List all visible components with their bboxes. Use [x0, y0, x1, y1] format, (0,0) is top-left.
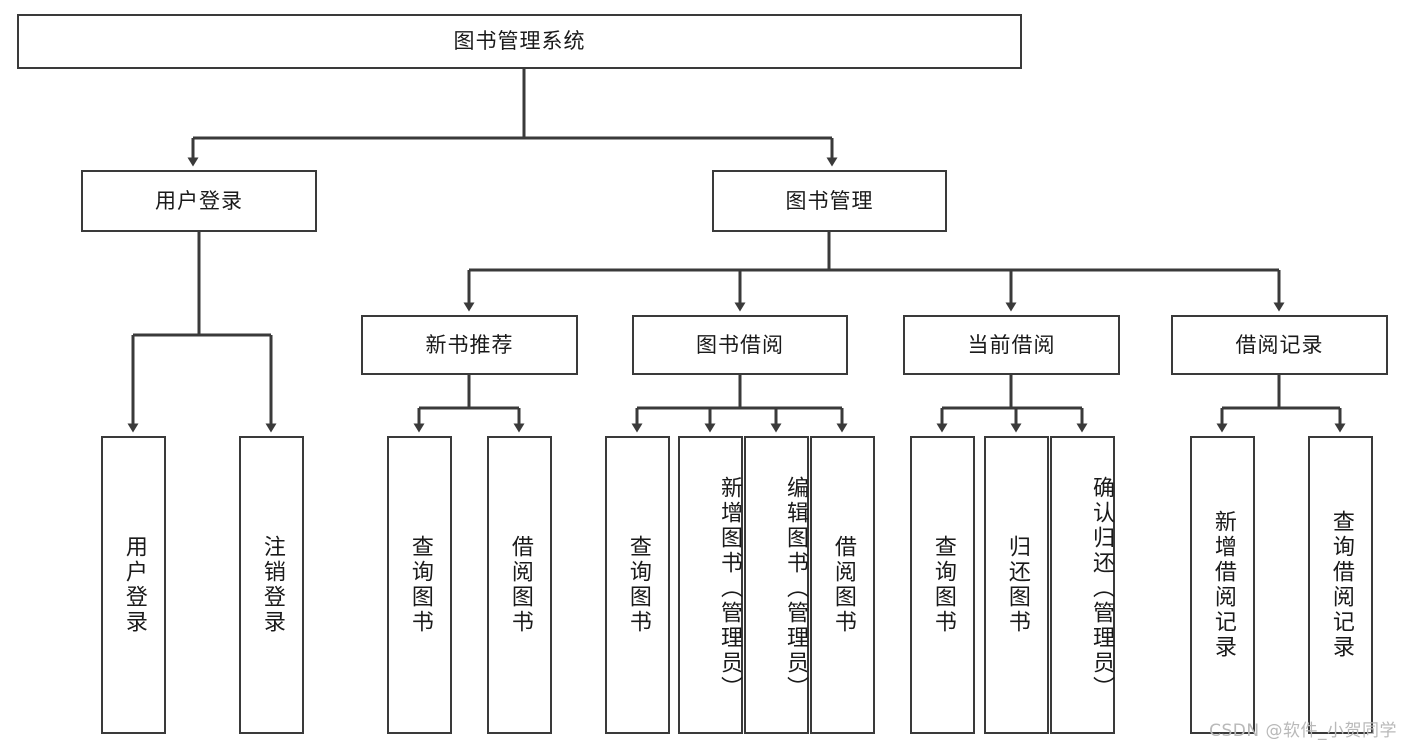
node-book-borrow[interactable]: 图书借阅: [632, 315, 848, 375]
leaf-br-query-record[interactable]: 查询借阅记录: [1308, 436, 1373, 734]
leaf-br-add-record[interactable]: 新增借阅记录: [1190, 436, 1255, 734]
node-user-login[interactable]: 用户登录: [81, 170, 317, 232]
leaf-cb-return-book[interactable]: 归还图书: [984, 436, 1049, 734]
leaf-bb-add-book[interactable]: 新增图书（管理员）: [678, 436, 743, 734]
leaf-user-login[interactable]: 用户登录: [101, 436, 166, 734]
leaf-rec-query-book[interactable]: 查询图书: [387, 436, 452, 734]
leaf-cb-confirm-return[interactable]: 确认归还（管理员）: [1050, 436, 1115, 734]
leaf-bb-edit-book[interactable]: 编辑图书（管理员）: [744, 436, 809, 734]
node-new-book-rec[interactable]: 新书推荐: [361, 315, 578, 375]
node-root[interactable]: 图书管理系统: [17, 14, 1022, 69]
leaf-cb-query-book[interactable]: 查询图书: [910, 436, 975, 734]
leaf-rec-borrow-book[interactable]: 借阅图书: [487, 436, 552, 734]
node-book-manage[interactable]: 图书管理: [712, 170, 947, 232]
node-borrow-record[interactable]: 借阅记录: [1171, 315, 1388, 375]
leaf-bb-borrow-book[interactable]: 借阅图书: [810, 436, 875, 734]
leaf-user-logout[interactable]: 注销登录: [239, 436, 304, 734]
csdn-watermark: CSDN @软件_小贺同学: [1209, 721, 1397, 741]
node-current-borrow[interactable]: 当前借阅: [903, 315, 1120, 375]
leaf-bb-query-book[interactable]: 查询图书: [605, 436, 670, 734]
